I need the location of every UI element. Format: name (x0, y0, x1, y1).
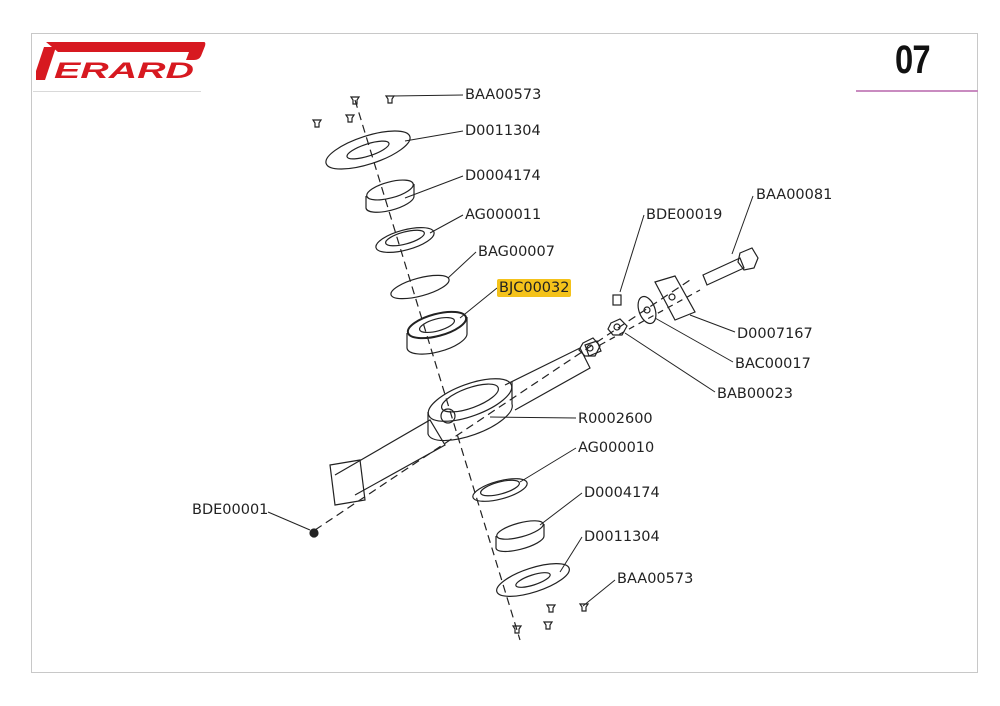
part-label: D0004174 (584, 485, 660, 501)
flange-plate (496, 563, 570, 597)
grease-nipple (309, 528, 319, 538)
spacer-ring (365, 179, 415, 213)
part-label: R0002600 (578, 411, 653, 427)
screw-icon (511, 603, 590, 634)
part-label: BAB00023 (717, 386, 793, 402)
bearing (406, 310, 468, 355)
part-label: BAG00007 (478, 244, 555, 260)
nut (607, 318, 628, 336)
part-label: BAA00081 (756, 187, 833, 203)
grease-nipple (612, 294, 622, 306)
part-label: BAA00573 (617, 571, 694, 587)
part-label: D0011304 (465, 123, 541, 139)
logo-divider (33, 91, 201, 92)
part-label: D0004174 (465, 168, 541, 184)
part-label: BDE00019 (646, 207, 723, 223)
perard-logo: ERARD (36, 42, 206, 82)
page-frame (31, 33, 978, 673)
part-label: AG000011 (465, 207, 542, 223)
seal-ring (375, 227, 435, 253)
part-label-highlighted[interactable]: BJC00032 (497, 279, 572, 297)
plate-bracket (654, 275, 696, 321)
nut (578, 337, 601, 357)
main-body (329, 340, 602, 506)
axis-line (599, 289, 701, 346)
washer (637, 295, 657, 325)
part-label: D0007167 (737, 326, 813, 342)
flange-plate (325, 130, 411, 170)
page-number-divider (856, 90, 978, 92)
brand-wordmark: ERARD (54, 58, 194, 82)
screw-icon (311, 95, 396, 128)
page-number: 07 (895, 38, 931, 82)
part-label: BDE00001 (192, 502, 269, 518)
bolt (702, 247, 759, 286)
axis-line (354, 99, 521, 641)
part-label: BAC00017 (735, 356, 811, 372)
seal-ring (472, 478, 528, 502)
part-label: AG000010 (578, 440, 655, 456)
leader-lines (267, 94, 754, 607)
circlip (390, 274, 450, 300)
axis-line (314, 279, 691, 531)
part-label: BAA00573 (465, 87, 542, 103)
spacer-ring (495, 520, 545, 553)
part-label: D0011304 (584, 529, 660, 545)
